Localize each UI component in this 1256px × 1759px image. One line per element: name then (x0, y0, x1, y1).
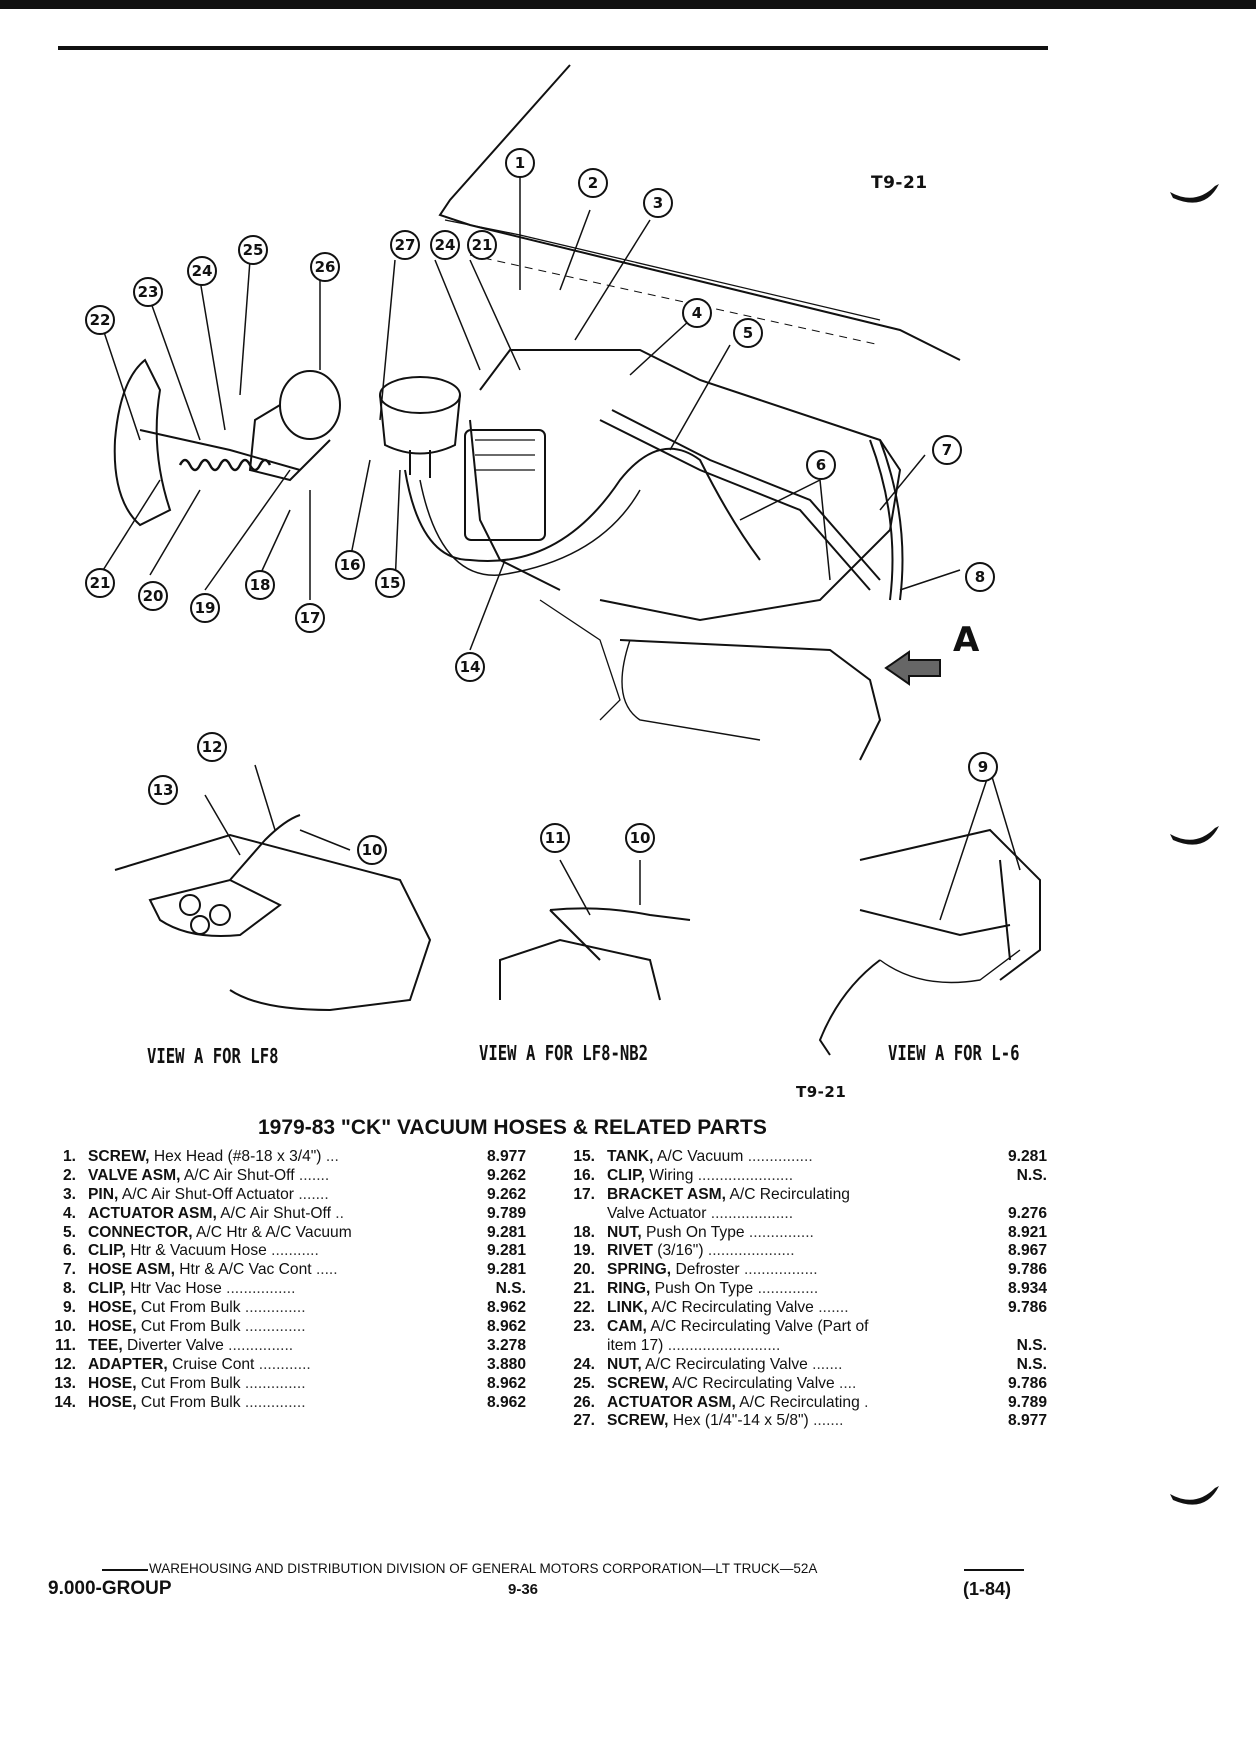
view-a-lf8-nb2-label: VIEW A FOR LF8-NB2 (479, 1041, 649, 1065)
list-item: 14.HOSE, Cut From Bulk ..............8.9… (54, 1393, 526, 1411)
list-item: 23.CAM, A/C Recirculating Valve (Part of (573, 1318, 869, 1336)
callout-2: 2 (578, 168, 608, 198)
footer-rule-left (102, 1569, 148, 1571)
callout-18: 18 (245, 570, 275, 600)
list-item: 7.HOSE ASM, Htr & A/C Vac Cont .....9.28… (62, 1261, 526, 1279)
list-item: 18.NUT, Push On Type ...............8.92… (573, 1223, 1047, 1241)
callout-19: 19 (190, 593, 220, 623)
exploded-diagram (99, 64, 1041, 1056)
footer-date: (1-84) (963, 1579, 1012, 1599)
callout-15: 15 (375, 568, 405, 598)
header-rule (58, 46, 1048, 50)
list-item: 4.ACTUATOR ASM, A/C Air Shut-Off ..9.789 (62, 1204, 526, 1222)
callout-20: 20 (138, 581, 168, 611)
list-item: 25.SCREW, A/C Recirculating Valve ....9.… (573, 1374, 1047, 1392)
callout-13: 13 (148, 775, 178, 805)
list-item: item 17) ..........................N.S. (607, 1336, 1047, 1354)
parts-list-title: 1979-83 "CK" VACUUM HOSES & RELATED PART… (258, 1116, 767, 1139)
list-item: 27.SCREW, Hex (1/4"-14 x 5/8") .......8.… (573, 1412, 1047, 1430)
list-item: 13.HOSE, Cut From Bulk ..............8.9… (54, 1374, 526, 1392)
callout-22: 22 (85, 305, 115, 335)
list-item: Valve Actuator ...................9.276 (607, 1204, 1047, 1222)
scan-top-edge (0, 0, 1256, 9)
callout-24-upper: 24 (430, 230, 460, 260)
view-a-arrow-icon (884, 650, 941, 686)
figure-code-top: T9-21 (871, 173, 928, 193)
callout-10-lf8: 10 (357, 835, 387, 865)
callout-7: 7 (932, 435, 962, 465)
view-a-marker: A (953, 620, 980, 660)
list-item: 1.SCREW, Hex Head (#8-18 x 3/4") ...8.97… (62, 1148, 526, 1165)
footer-rule-right (964, 1569, 1024, 1571)
callout-17: 17 (295, 603, 325, 633)
list-item: 9.HOSE, Cut From Bulk ..............8.96… (62, 1299, 526, 1317)
list-item: 22.LINK, A/C Recirculating Valve .......… (573, 1299, 1047, 1317)
callout-26: 26 (310, 252, 340, 282)
list-item: 19.RIVET (3/16") ....................8.9… (573, 1242, 1047, 1260)
list-item: 20.SPRING, Defroster .................9.… (573, 1261, 1047, 1279)
binder-mark-bottom (1170, 1486, 1219, 1505)
view-a-lf8-label: VIEW A FOR LF8 (147, 1044, 279, 1068)
footer-page-number: 9-36 (508, 1581, 539, 1598)
list-item: 11.TEE, Diverter Valve ...............3.… (55, 1336, 526, 1354)
callout-12: 12 (197, 732, 227, 762)
callout-10-nb2: 10 (625, 823, 655, 853)
list-item: 16.CLIP, Wiring ......................N.… (573, 1166, 1047, 1184)
callout-16: 16 (335, 550, 365, 580)
list-item: 12.ADAPTER, Cruise Cont ............3.88… (54, 1355, 526, 1373)
callout-24-left: 24 (187, 256, 217, 286)
list-item: 15.TANK, A/C Vacuum ...............9.281 (573, 1148, 1047, 1165)
callout-27: 27 (390, 230, 420, 260)
callout-8: 8 (965, 562, 995, 592)
list-item: 21.RING, Push On Type ..............8.93… (573, 1280, 1047, 1298)
callout-6: 6 (806, 450, 836, 480)
parts-list-left: 1.SCREW, Hex Head (#8-18 x 3/4") ...8.97… (48, 1148, 538, 1412)
list-item: 3.PIN, A/C Air Shut-Off Actuator .......… (62, 1185, 526, 1203)
callout-21-lower: 21 (85, 568, 115, 598)
binder-mark-top (1170, 184, 1219, 203)
list-item: 10.HOSE, Cut From Bulk ..............8.9… (54, 1318, 526, 1336)
callout-5: 5 (733, 318, 763, 348)
callout-25: 25 (238, 235, 268, 265)
callout-9: 9 (968, 752, 998, 782)
callout-11: 11 (540, 823, 570, 853)
callout-3: 3 (643, 188, 673, 218)
list-item: 5.CONNECTOR, A/C Htr & A/C Vacuum 9.281 (62, 1223, 526, 1241)
callout-1: 1 (505, 148, 535, 178)
footer-group: 9.000-GROUP (48, 1578, 172, 1599)
binder-mark-middle (1170, 826, 1219, 845)
list-item: 17.BRACKET ASM, A/C Recirculating (573, 1185, 850, 1203)
callout-21-upper: 21 (467, 230, 497, 260)
callout-23: 23 (133, 277, 163, 307)
view-a-l6-label: VIEW A FOR L-6 (888, 1041, 1020, 1065)
list-item: 26.ACTUATOR ASM, A/C Recirculating .9.78… (573, 1393, 1047, 1411)
list-item: 2.VALVE ASM, A/C Air Shut-Off .......9.2… (62, 1166, 526, 1184)
callout-14: 14 (455, 652, 485, 682)
parts-list-right: 15.TANK, A/C Vacuum ...............9.281… (555, 1148, 1055, 1431)
list-item: 6.CLIP, Htr & Vacuum Hose ...........9.2… (62, 1242, 526, 1260)
figure-code-bottom: T9-21 (796, 1083, 847, 1101)
footer-division-text: WAREHOUSING AND DISTRIBUTION DIVISION OF… (149, 1561, 818, 1576)
list-item: 24.NUT, A/C Recirculating Valve .......N… (573, 1355, 1047, 1373)
list-item: 8.CLIP, Htr Vac Hose ................N.S… (62, 1280, 526, 1298)
callout-4: 4 (682, 298, 712, 328)
